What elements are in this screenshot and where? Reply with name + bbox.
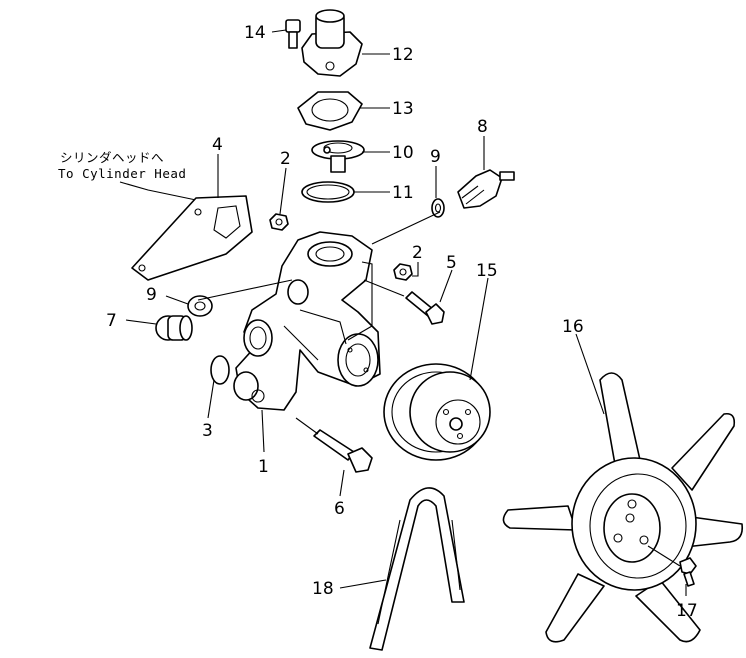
callout-7: 7 <box>106 311 117 331</box>
part-5-bolt <box>405 291 445 325</box>
callout-14: 14 <box>244 23 266 43</box>
callout-6: 6 <box>334 499 345 519</box>
callout-9-upper: 9 <box>430 147 441 167</box>
callout-9-lower: 9 <box>146 285 157 305</box>
callout-17: 17 <box>676 601 698 621</box>
part-17-fan-bolt <box>679 557 697 587</box>
callout-11: 11 <box>392 183 414 203</box>
callout-8: 8 <box>477 117 488 137</box>
callout-3: 3 <box>202 421 213 441</box>
callout-18: 18 <box>312 579 334 599</box>
part-7-drain-plug <box>155 315 193 341</box>
part-14-bolt <box>285 19 301 49</box>
part-2-nut-upper <box>269 213 289 231</box>
part-9-washer-upper <box>431 198 445 218</box>
leader-lines <box>125 29 687 596</box>
callout-1: 1 <box>258 457 269 477</box>
callout-5: 5 <box>446 253 457 273</box>
part-3-o-ring <box>210 355 230 385</box>
part-13-gasket <box>297 91 363 131</box>
part-10-thermostat <box>311 140 365 173</box>
note-leader <box>119 181 197 201</box>
callout-2-right: 2 <box>412 243 423 263</box>
callout-16: 16 <box>562 317 584 337</box>
part-4-gasket <box>131 195 253 281</box>
note-japanese: シリンダヘッドへ <box>60 150 164 165</box>
callout-2-upper: 2 <box>280 149 291 169</box>
part-18-v-belt <box>369 487 465 651</box>
part-8-temperature-sensor <box>457 169 515 209</box>
callout-15: 15 <box>476 261 498 281</box>
callout-13: 13 <box>392 99 414 119</box>
part-2-nut-right <box>393 263 413 281</box>
callout-12: 12 <box>392 45 414 65</box>
callout-4: 4 <box>212 135 223 155</box>
note-english: To Cylinder Head <box>58 166 186 181</box>
part-9-washer-lower <box>187 295 213 317</box>
callout-numbers: 14 12 13 10 11 8 9 4 2 2 5 15 9 7 16 3 1… <box>106 23 698 621</box>
callout-10: 10 <box>392 143 414 163</box>
part-16-cooling-fan <box>502 372 744 643</box>
part-15-pulley <box>383 363 491 461</box>
part-12-outlet-cover <box>301 9 363 77</box>
part-1-water-pump-body <box>233 231 381 411</box>
part-6-bolt <box>313 429 373 473</box>
